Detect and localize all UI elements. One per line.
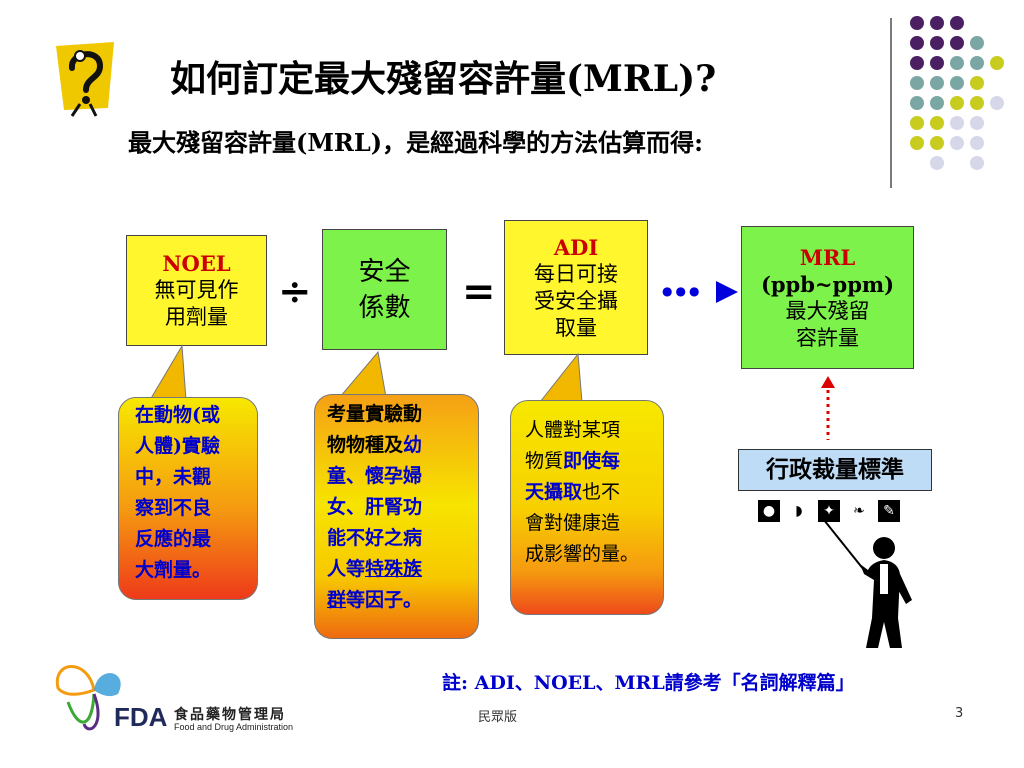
adi-callout-l5: 成影響的量。 xyxy=(525,543,640,565)
admin-up-arrow xyxy=(818,376,838,442)
noel-box: NOEL 無可見作 用劑量 xyxy=(126,235,267,346)
safety-line2: 係數 xyxy=(358,292,411,323)
page-number: 3 xyxy=(955,706,964,721)
food-icon-row: ● ◗ ✦ ❧ ✎ xyxy=(758,500,900,522)
adi-line3: 取量 xyxy=(555,315,597,340)
adi-box: ADI 每日可接 受安全攝 取量 xyxy=(504,220,648,355)
noel-callout-l5: 反應的最 xyxy=(135,528,212,550)
safety-callout-l7a: 群 xyxy=(327,589,347,611)
flow-arrow: ●●● xyxy=(662,278,742,306)
noel-callout-l6: 大劑量。 xyxy=(135,559,212,581)
safety-callout-l4: 女、肝腎功 xyxy=(327,496,423,518)
safety-callout-l2a: 物物種及 xyxy=(327,434,404,456)
adi-callout-l1: 人體對某項 xyxy=(525,419,621,441)
adi-callout-l3b: 也不 xyxy=(582,481,621,503)
noel-line2: 用劑量 xyxy=(165,305,228,329)
safety-callout-l1: 考量實驗動 xyxy=(327,403,423,425)
safety-callout-l6b: 特殊族 xyxy=(365,558,423,580)
safety-callout: 考量實驗動 物物種及幼 童、懷孕婦 女、肝腎功 能不好之病 人等特殊族 群等因子… xyxy=(314,394,479,639)
noel-callout: 在動物(或 人體)實驗 中，未觀 察到不良 反應的最 大劑量。 xyxy=(118,397,258,600)
fda-logo: FDA 食品藥物管理局 Food and Drug Administration xyxy=(48,650,318,740)
adi-line2: 受安全攝 xyxy=(534,288,618,313)
logo-fda-text: FDA xyxy=(114,702,168,732)
adi-callout: 人體對某項 物質即使每 天攝取也不 會對健康造 成影響的量。 xyxy=(510,400,664,615)
noel-callout-l4: 察到不良 xyxy=(135,497,212,519)
admin-standard-label: 行政裁量標準 xyxy=(738,449,932,491)
feather-icon: ✎ xyxy=(878,500,900,522)
noel-title: NOEL xyxy=(162,251,231,276)
arrow-dots: ●●● xyxy=(662,284,703,298)
adi-callout-l2: 物質即使每 xyxy=(525,446,663,477)
presenter-figure-icon xyxy=(820,518,920,650)
adi-callout-l4: 會對健康造 xyxy=(525,512,621,534)
logo-en-text: Food and Drug Administration xyxy=(174,722,294,732)
safety-callout-l6a: 人等 xyxy=(327,558,366,580)
safety-callout-l2: 物物種及幼 xyxy=(327,430,478,461)
question-mascot-icon xyxy=(50,38,120,118)
carrot-icon: ✦ xyxy=(818,500,840,522)
noel-callout-l1: 在動物(或 xyxy=(135,404,220,426)
adi-callout-l2a: 物質 xyxy=(525,450,564,472)
safety-callout-l6: 人等特殊族 xyxy=(327,554,478,585)
footnote: 註: ADI、NOEL、MRL請參考「名詞解釋篇」 xyxy=(442,672,855,694)
safety-callout-l5: 能不好之病 xyxy=(327,527,423,549)
subtitle: 最大殘留容許量(MRL)，是經過科學的方法估算而得: xyxy=(128,128,703,157)
safety-callout-l7b: 等因子。 xyxy=(346,589,423,611)
apple-icon: ● xyxy=(758,500,780,522)
noel-line1: 無可見作 xyxy=(154,278,239,302)
mrl-line1: 最大殘留 xyxy=(785,298,870,323)
safety-callout-l7: 群等因子。 xyxy=(327,585,478,616)
page-title: 如何訂定最大殘留容許量(MRL)? xyxy=(170,58,717,100)
logo-cn-text: 食品藥物管理局 xyxy=(174,707,286,723)
adi-callout-l2b: 即使每 xyxy=(563,450,621,472)
adi-callout-l3a: 天攝取 xyxy=(525,481,583,503)
fish-icon: ❧ xyxy=(853,503,865,519)
footer-version: 民眾版 xyxy=(478,710,518,725)
safety-factor-box: 安全 係數 xyxy=(322,229,447,350)
leaf-icon: ◗ xyxy=(795,503,803,519)
equals-operator: = xyxy=(462,268,496,315)
safety-line1: 安全 xyxy=(358,256,411,287)
safety-callout-l2b: 幼 xyxy=(403,434,423,456)
mrl-title: MRL xyxy=(799,244,856,270)
arrow-head-icon xyxy=(716,281,738,303)
mrl-line2: 容許量 xyxy=(796,325,859,350)
decorative-dot-grid xyxy=(900,14,1010,174)
noel-callout-l3: 中，未觀 xyxy=(135,466,212,488)
mrl-unit: (ppb~ppm) xyxy=(760,271,895,297)
safety-callout-l3: 童、懷孕婦 xyxy=(327,465,423,487)
divide-operator: ÷ xyxy=(278,268,312,315)
adi-callout-l3: 天攝取也不 xyxy=(525,477,663,508)
butterfly-logo-icon xyxy=(55,665,121,731)
adi-line1: 每日可接 xyxy=(534,261,618,286)
divider-line xyxy=(890,18,892,188)
noel-callout-l2: 人體)實驗 xyxy=(135,435,220,457)
mrl-box: MRL (ppb~ppm) 最大殘留 容許量 xyxy=(741,226,914,369)
adi-title: ADI xyxy=(553,234,599,260)
